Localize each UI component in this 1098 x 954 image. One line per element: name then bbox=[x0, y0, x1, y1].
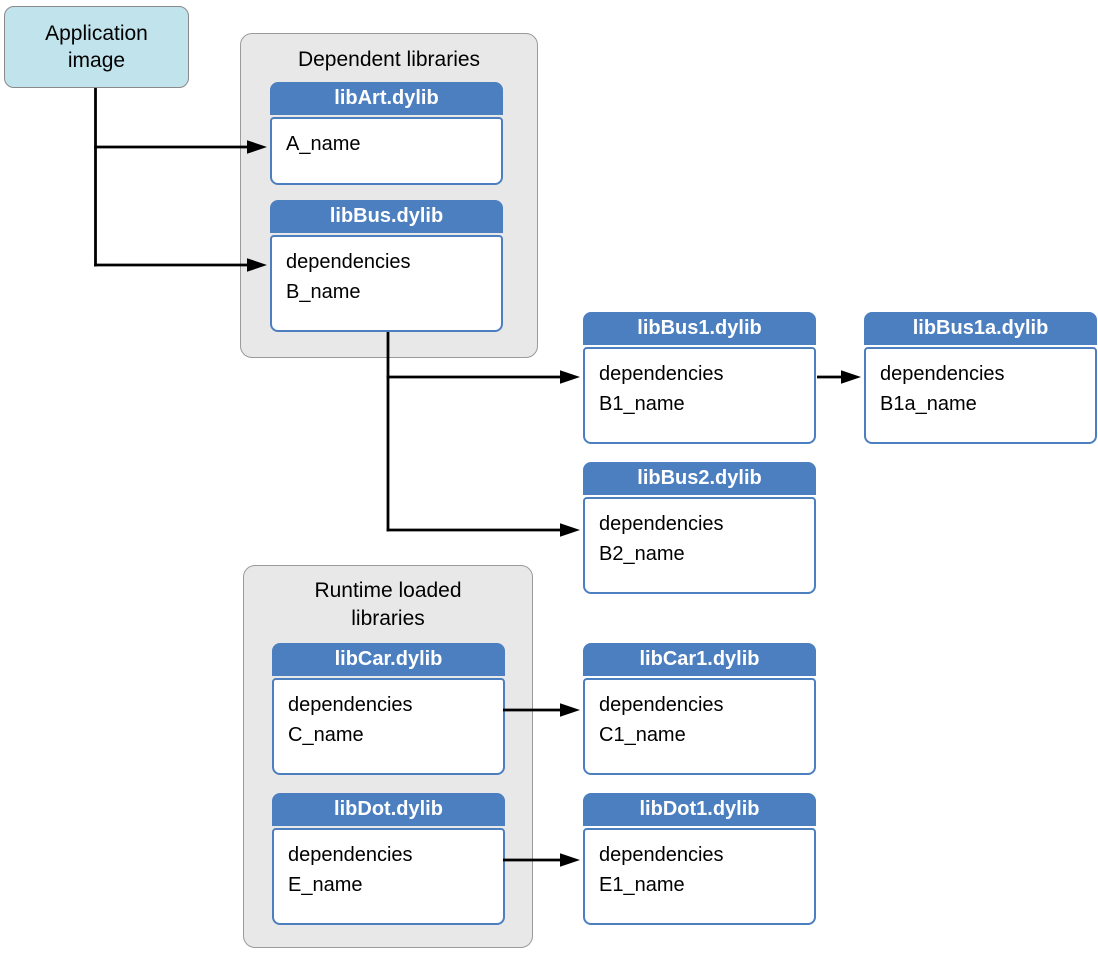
arrowhead-libbus-to-libbus1 bbox=[560, 370, 580, 384]
node-libcar: libCar.dylib dependencies C_name bbox=[272, 643, 505, 775]
dependent-libraries-label: Dependent libraries bbox=[297, 48, 481, 71]
node-libcar1: libCar1.dylib dependencies C1_name bbox=[583, 643, 816, 775]
application-image-label: Application image bbox=[45, 22, 148, 72]
node-libbus: libBus.dylib dependencies B_name bbox=[270, 200, 503, 332]
node-libbus2-title: libBus2.dylib bbox=[583, 462, 816, 495]
node-libdot1-body: dependencies E1_name bbox=[583, 828, 816, 925]
node-libdot-title: libDot.dylib bbox=[272, 793, 505, 826]
node-libbus1a-line-1: B1a_name bbox=[880, 393, 977, 415]
node-libbus1-title: libBus1.dylib bbox=[583, 312, 816, 345]
node-libcar-line-0: dependencies bbox=[288, 694, 413, 716]
node-libcar1-line-0: dependencies bbox=[599, 694, 724, 716]
node-libbus2: libBus2.dylib dependencies B2_name bbox=[583, 462, 816, 594]
node-libcar1-line-1: C1_name bbox=[599, 724, 686, 746]
node-libdot1-line-0: dependencies bbox=[599, 844, 724, 866]
node-libart: libArt.dylib A_name bbox=[270, 82, 503, 185]
node-libbus1: libBus1.dylib dependencies B1_name bbox=[583, 312, 816, 444]
application-image-box: Application image bbox=[4, 6, 189, 88]
node-libbus1a-title: libBus1a.dylib bbox=[864, 312, 1097, 345]
node-libcar1-title: libCar1.dylib bbox=[583, 643, 816, 676]
node-libbus1a-body: dependencies B1a_name bbox=[864, 347, 1097, 444]
node-libart-body: A_name bbox=[270, 117, 503, 185]
node-libdot-line-0: dependencies bbox=[288, 844, 413, 866]
node-libart-line-0: A_name bbox=[286, 133, 361, 155]
node-libbus2-line-0: dependencies bbox=[599, 513, 724, 535]
arrowhead-libbus1-to-libbus1a bbox=[841, 370, 861, 384]
node-libbus2-body: dependencies B2_name bbox=[583, 497, 816, 594]
node-libbus1-body: dependencies B1_name bbox=[583, 347, 816, 444]
node-libbus2-line-1: B2_name bbox=[599, 543, 685, 565]
arrowhead-libbus-to-libbus2 bbox=[560, 523, 580, 537]
node-libdot-line-1: E_name bbox=[288, 874, 363, 896]
node-libcar-body: dependencies C_name bbox=[272, 678, 505, 775]
node-libdot-body: dependencies E_name bbox=[272, 828, 505, 925]
node-libbus1-line-0: dependencies bbox=[599, 363, 724, 385]
node-libcar-line-1: C_name bbox=[288, 724, 364, 746]
node-libdot: libDot.dylib dependencies E_name bbox=[272, 793, 505, 925]
node-libdot1-line-1: E1_name bbox=[599, 874, 685, 896]
node-libcar1-body: dependencies C1_name bbox=[583, 678, 816, 775]
node-libart-title: libArt.dylib bbox=[270, 82, 503, 115]
node-libbus-line-0: dependencies bbox=[286, 251, 411, 273]
node-libbus-title: libBus.dylib bbox=[270, 200, 503, 233]
runtime-loaded-libraries-label: Runtime loaded libraries bbox=[314, 579, 462, 630]
node-libdot1-title: libDot1.dylib bbox=[583, 793, 816, 826]
arrowhead-libdot-to-libdot1 bbox=[560, 853, 580, 867]
node-libbus1a-line-0: dependencies bbox=[880, 363, 1005, 385]
node-libcar-title: libCar.dylib bbox=[272, 643, 505, 676]
node-libbus1a: libBus1a.dylib dependencies B1a_name bbox=[864, 312, 1097, 444]
arrowhead-libcar-to-libcar1 bbox=[560, 703, 580, 717]
node-libbus1-line-1: B1_name bbox=[599, 393, 685, 415]
node-libdot1: libDot1.dylib dependencies E1_name bbox=[583, 793, 816, 925]
node-libbus-body: dependencies B_name bbox=[270, 235, 503, 332]
node-libbus-line-1: B_name bbox=[286, 281, 361, 303]
